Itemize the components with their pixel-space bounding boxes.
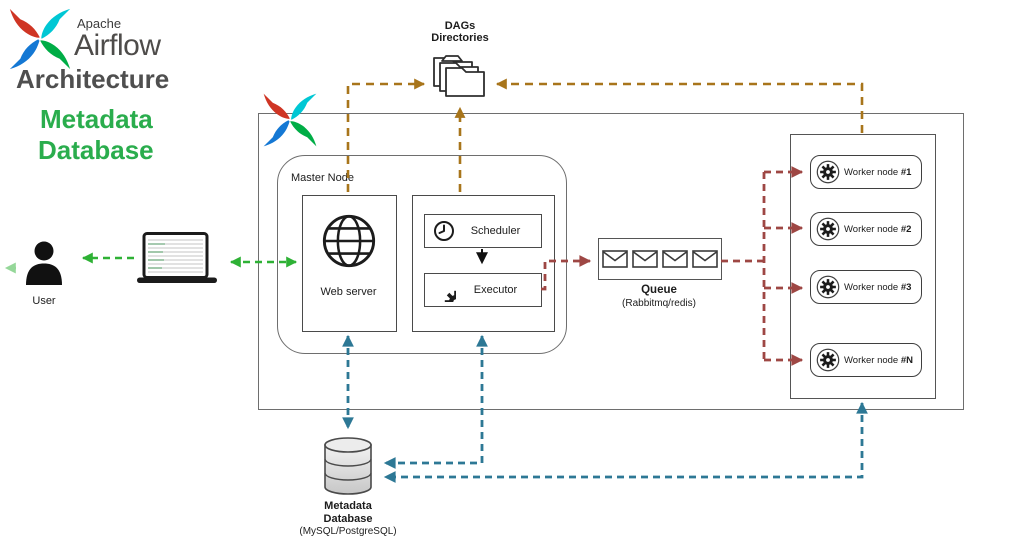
laptop-icon: [137, 232, 217, 285]
airflow-logo-small-icon: [262, 92, 318, 148]
worker-node-label: Worker node #3: [844, 281, 912, 293]
globe-icon: [320, 212, 378, 270]
web-server-label: Web server: [320, 286, 377, 298]
web-server-box: [302, 195, 397, 332]
page-title: Architecture: [16, 64, 170, 94]
executor-box: Executor: [424, 273, 542, 307]
worker-node-1: Worker node #1: [810, 155, 922, 189]
database-sublabel: (MySQL/PostgreSQL): [299, 526, 397, 536]
worker-gear-icon: [816, 275, 840, 299]
envelope-icon: [632, 250, 658, 268]
scheduler-label: Scheduler: [470, 225, 521, 237]
worker-gear-icon: [816, 160, 840, 184]
worker-node-2: Worker node #2: [810, 212, 922, 246]
brand-airflow-text: Airflow: [74, 29, 161, 62]
worker-node-3: Worker node #3: [810, 270, 922, 304]
clock-icon: [432, 219, 456, 243]
envelope-icon: [662, 250, 688, 268]
database-label: Metadata Database: [323, 500, 373, 525]
scheduler-box: Scheduler: [424, 214, 542, 248]
envelope-icon: [692, 250, 718, 268]
executor-label: Executor: [473, 284, 518, 296]
worker-gear-icon: [816, 348, 840, 372]
queue-label: Queue: [641, 284, 677, 296]
database-cylinder-icon: [323, 436, 373, 496]
worker-node-label: Worker node #N: [844, 354, 914, 366]
envelope-icon: [602, 250, 628, 268]
dags-directories-label: DAGs Directories: [431, 20, 489, 44]
arrow-workers-database: [383, 401, 868, 483]
worker-gear-icon: [816, 217, 840, 241]
gear-icon: [432, 278, 456, 302]
worker-node-label: Worker node #2: [844, 223, 912, 235]
master-node-label: Master Node: [291, 172, 354, 184]
queue-sublabel: (Rabbitmq/redis): [622, 298, 696, 309]
user-label: User: [32, 295, 56, 307]
worker-node-label: Worker node #1: [844, 166, 912, 178]
brand-apache-text: Apache: [77, 16, 122, 31]
folder-stack-icon: [430, 52, 490, 104]
subtitle-metadata: Metadata: [40, 104, 153, 134]
user-icon: [24, 241, 64, 287]
worker-node-n: Worker node #N: [810, 343, 922, 377]
queue-box: [598, 238, 722, 280]
subtitle-database: Database: [38, 135, 154, 165]
